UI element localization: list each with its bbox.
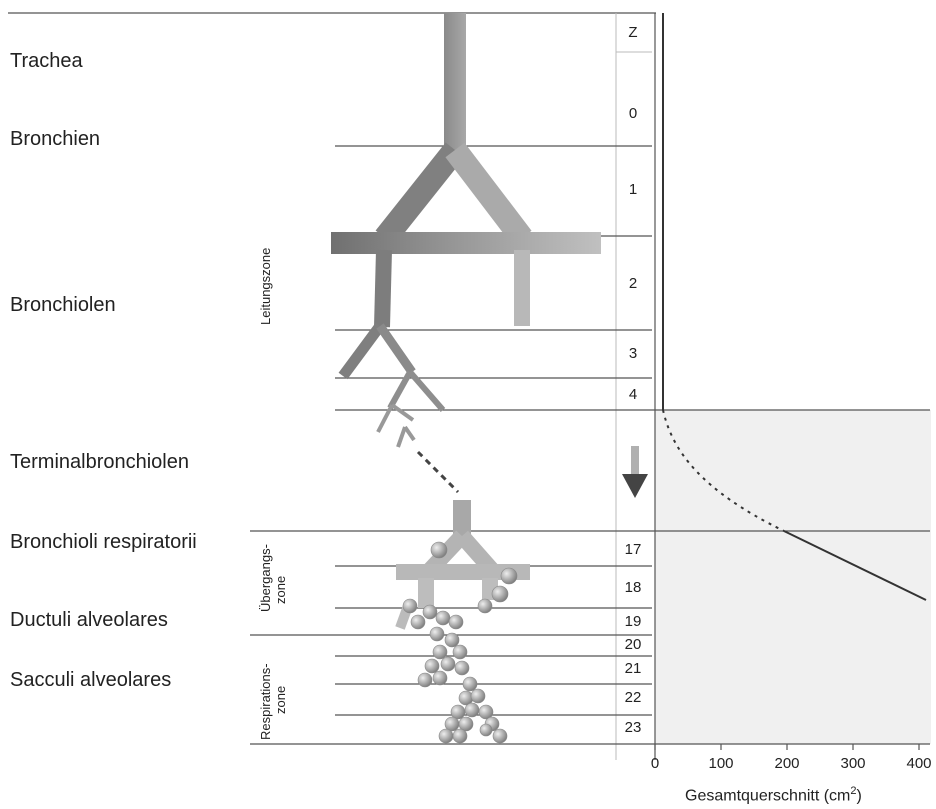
label-sacculi-alveolares: Sacculi alveolares [10,669,172,691]
terminal-a [376,404,394,433]
generation-17: 17 [624,541,642,558]
bronchiole-left [374,249,392,328]
x-tick-200: 200 [774,755,800,772]
generation-2: 2 [628,275,638,292]
airway-tree [331,13,601,630]
generation-header: Z [628,24,638,41]
curve-dotted [662,409,785,532]
resp-bar [396,564,530,580]
generation-1: 1 [628,181,638,198]
x-tick-300: 300 [840,755,866,772]
zone-uebergangszone-line1: Übergangs- [258,544,273,612]
terminal-d [403,425,416,442]
label-bronchioli-respiratorii: Bronchioli respiratorii [10,531,197,553]
generation-21: 21 [624,660,642,677]
generation-22: 22 [624,689,642,706]
generation-0: 0 [628,105,638,122]
bronchus-left [375,142,465,246]
generation-23: 23 [624,719,642,736]
terminal-b [390,403,415,422]
label-bronchien: Bronchien [10,128,101,150]
generation-20: 20 [624,636,642,653]
alveoli [402,541,518,744]
resp-bronchiole-stem [453,500,471,538]
down-arrow-icon [622,446,648,498]
label-terminalbronchiolen: Terminalbronchiolen [10,451,189,473]
x-tick-0: 0 [650,755,660,772]
generation-18: 18 [624,579,642,596]
x-axis-ticks [654,744,920,750]
terminal-c [396,426,407,448]
zone-respirationszone-line1: Respirations- [258,663,273,740]
bronchiole-3-left [338,322,385,380]
x-axis-label: Gesamtquerschnitt (cm2) [685,785,862,805]
graph-shade [655,410,931,744]
bronchus-bar [331,232,601,254]
terminal-dash [416,450,460,494]
trachea-shape [444,13,466,153]
ductus-left [418,578,434,608]
bronchus-right [445,142,532,246]
label-ductuli-alveolares: Ductuli alveolares [10,609,168,631]
zone-uebergangszone-line2: zone [273,575,288,604]
bronchiole-4-b [387,370,413,410]
bronchiole-4-a [407,370,446,412]
x-axis-label-sup: 2 [850,785,857,797]
zone-leitungszone: Leitungszone [258,247,273,325]
generation-3: 3 [628,345,638,362]
x-axis-label-main: Gesamtquerschnitt (cm [685,787,851,805]
x-axis-label-end: ) [856,787,862,805]
generation-4: 4 [628,386,638,403]
x-tick-400: 400 [906,755,932,772]
generation-19: 19 [624,613,642,630]
zone-respirationszone-line2: zone [273,685,288,714]
label-trachea: Trachea [10,50,83,72]
curve-respiratory [783,530,927,601]
label-bronchiolen: Bronchiolen [10,294,116,316]
bronchiole-3-right [376,323,416,375]
x-tick-100: 100 [708,755,734,772]
